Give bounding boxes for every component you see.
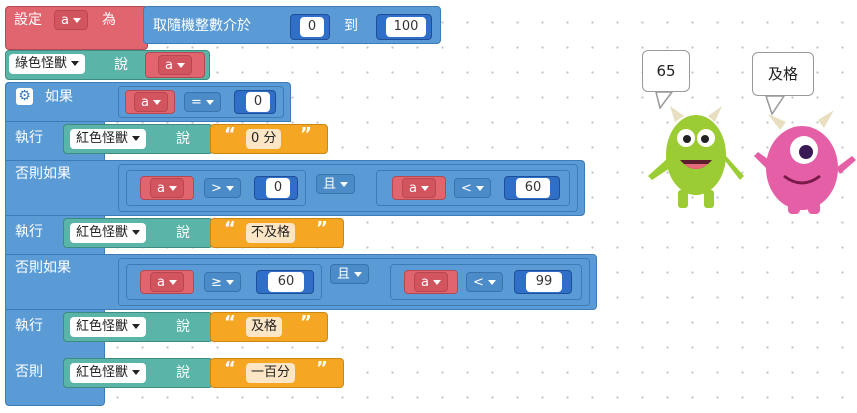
cond1-op-dropdown[interactable]: =: [184, 92, 221, 112]
quote-close-icon: ”: [300, 312, 312, 333]
variable-a-dropdown[interactable]: a: [158, 55, 192, 75]
quote-open-icon: “: [224, 358, 236, 379]
red-monster-dropdown-1[interactable]: 紅色怪獸: [70, 129, 147, 149]
cond1-value-field[interactable]: 0: [246, 92, 270, 112]
cond2-left-value-field[interactable]: 0: [266, 178, 290, 198]
say-label-4: 說: [176, 319, 190, 335]
green-monster-dropdown[interactable]: 綠色怪獸: [9, 54, 86, 74]
cond3-left-var-dropdown[interactable]: a: [150, 272, 184, 292]
green-bubble-text: 65: [656, 62, 676, 80]
cond2-right-var-dropdown[interactable]: a: [402, 178, 436, 198]
then-label-3: 執行: [15, 318, 43, 334]
random-to-label: 到: [344, 18, 358, 34]
cond3-and-dropdown[interactable]: 且: [330, 264, 370, 284]
red-monster-dropdown-3[interactable]: 紅色怪獸: [70, 317, 147, 337]
say-label-5: 說: [176, 365, 190, 381]
say-label-1: 說: [114, 57, 128, 73]
say-label-2: 說: [176, 131, 190, 147]
green-monster-speech-bubble: 65: [642, 50, 690, 92]
string-field-3[interactable]: 及格: [246, 317, 283, 337]
set-suffix: 為: [102, 12, 116, 28]
quote-open-icon: “: [224, 124, 236, 145]
set-variable-dropdown[interactable]: a: [54, 10, 88, 30]
then-label-1: 執行: [15, 130, 43, 146]
pink-bubble-text: 及格: [767, 65, 798, 83]
set-label: 設定: [14, 12, 42, 28]
random-max-field[interactable]: 100: [386, 17, 426, 37]
green-monster-sprite: [648, 106, 744, 208]
elseif-label-1: 否則如果: [15, 166, 71, 182]
cond2-right-op-dropdown[interactable]: <: [454, 178, 491, 198]
gear-icon[interactable]: ⚙: [16, 88, 33, 105]
quote-open-icon: “: [224, 218, 236, 239]
pink-monster-sprite: [754, 110, 856, 214]
random-min-field[interactable]: 0: [300, 17, 324, 37]
cond1-var-dropdown[interactable]: a: [134, 92, 168, 112]
stage-sprites: [648, 91, 856, 214]
say-label-3: 說: [176, 225, 190, 241]
cond2-and-dropdown[interactable]: 且: [316, 174, 356, 194]
red-monster-dropdown-4[interactable]: 紅色怪獸: [70, 363, 147, 383]
cond2-right-value-field[interactable]: 60: [516, 178, 550, 198]
else-label: 否則: [15, 364, 43, 380]
string-field-2[interactable]: 不及格: [246, 223, 296, 243]
quote-close-icon: ”: [316, 358, 328, 379]
random-label: 取隨機整數介於: [153, 18, 251, 34]
string-field-1[interactable]: 0 分: [246, 129, 282, 149]
cond3-left-op-dropdown[interactable]: ≥: [204, 272, 241, 292]
then-label-2: 執行: [15, 224, 43, 240]
quote-open-icon: “: [224, 312, 236, 333]
quote-close-icon: ”: [316, 218, 328, 239]
cond2-left-var-dropdown[interactable]: a: [150, 178, 184, 198]
cond3-right-var-dropdown[interactable]: a: [414, 272, 448, 292]
red-monster-dropdown-2[interactable]: 紅色怪獸: [70, 223, 147, 243]
cond3-right-op-dropdown[interactable]: <: [466, 272, 503, 292]
cond3-right-value-field[interactable]: 99: [526, 272, 562, 292]
elseif-label-2: 否則如果: [15, 260, 71, 276]
quote-close-icon: ”: [300, 124, 312, 145]
cond3-left-value-field[interactable]: 60: [268, 272, 304, 292]
string-field-4[interactable]: 一百分: [246, 363, 296, 383]
cond2-left-op-dropdown[interactable]: >: [204, 178, 241, 198]
if-label: 如果: [45, 89, 73, 105]
